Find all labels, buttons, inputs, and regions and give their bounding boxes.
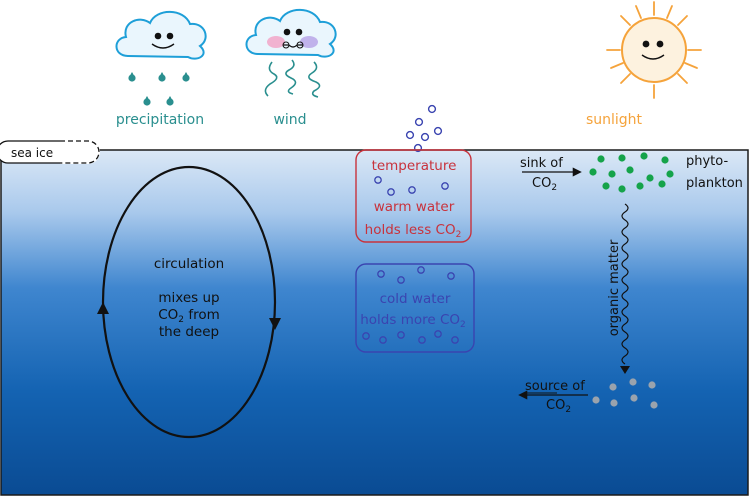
rising-co2-bubbles (405, 104, 443, 153)
sink-of-co2: sink of CO2 (520, 156, 582, 193)
ocean (0, 149, 749, 496)
precipitation-label: precipitation (116, 112, 204, 128)
sunlight-label: sunlight (586, 112, 643, 128)
cold-water-text-line2: holds more CO2 (360, 312, 466, 330)
sun-icon: sunlight (586, 1, 702, 128)
rain-cloud-icon: precipitation (115, 10, 207, 128)
source-co2-label: CO2 (546, 398, 571, 415)
wind-cloud-icon: wind (245, 8, 337, 128)
phytoplankton-label-line2: plankton (686, 176, 743, 191)
cold-water-box: cold water holds more CO2 (355, 263, 475, 353)
wind-label: wind (273, 112, 306, 128)
detritus-particles (592, 378, 658, 409)
sea-ice-label: sea ice (11, 146, 53, 160)
phytoplankton-cluster (589, 152, 674, 193)
sink-co2-label: CO2 (532, 176, 557, 193)
warm-water-text-line1: warm water (374, 199, 455, 215)
organic-matter-label: organic matter (607, 239, 622, 336)
phytoplankton-label-line1: phyto- (686, 154, 728, 169)
mixes-up-line3: the deep (159, 324, 219, 340)
sink-of-label: sink of (520, 156, 563, 171)
sea-ice: sea ice (0, 140, 100, 164)
circulation-label: circulation (154, 256, 224, 272)
circulation-loop: circulation mixes up CO2 from the deep (97, 165, 281, 439)
temperature-label: temperature (372, 158, 457, 174)
warm-water-box: temperature warm water holds less CO2 (355, 149, 472, 243)
warm-water-text-line2: holds less CO2 (365, 222, 462, 240)
mixes-up-line2: CO2 from (158, 307, 220, 325)
mixes-up-line1: mixes up (158, 290, 219, 306)
source-of-label: source of (525, 379, 585, 394)
organic-matter-flux: organic matter (607, 203, 630, 374)
source-of-co2: source of CO2 (518, 379, 588, 415)
cold-water-text-line1: cold water (380, 291, 451, 307)
